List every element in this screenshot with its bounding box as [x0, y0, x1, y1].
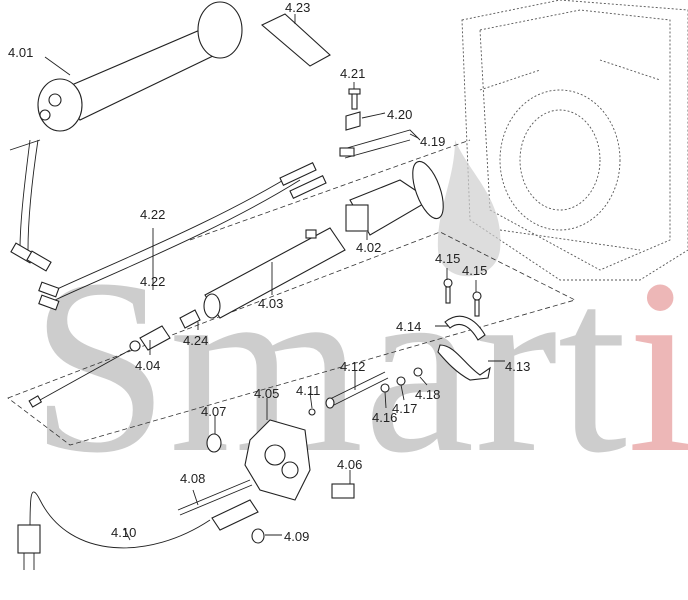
part-4-06-block — [331, 483, 355, 499]
part-4-19-electrode — [339, 129, 421, 159]
leader-lines — [44, 14, 505, 541]
label-4-16: 4.16 — [372, 410, 397, 425]
label-4-14: 4.14 — [396, 319, 421, 334]
label-4-21: 4.21 — [340, 66, 365, 81]
label-4-20: 4.20 — [387, 107, 412, 122]
label-4-04: 4.04 — [135, 358, 160, 373]
label-4-19: 4.19 — [420, 134, 445, 149]
callout-labels: 4.23 4.01 4.21 4.20 4.19 4.22 4.22 4.02 … — [8, 0, 530, 544]
part-4-03-tube — [203, 227, 346, 319]
part-4-04-nozzle-holder — [28, 325, 171, 408]
label-4-06: 4.06 — [337, 457, 362, 472]
burner-housing — [461, 0, 688, 281]
part-4-15-screws — [443, 278, 482, 317]
part-4-23-label-plate — [260, 13, 331, 67]
label-4-12: 4.12 — [340, 359, 365, 374]
label-4-10: 4.10 — [111, 525, 136, 540]
label-4-18: 4.18 — [415, 387, 440, 402]
label-4-23: 4.23 — [285, 0, 310, 15]
assembly-outline — [7, 231, 577, 446]
part-4-10-cable-plug — [17, 491, 211, 570]
label-4-09: 4.09 — [284, 529, 309, 544]
label-4-15-a: 4.15 — [435, 251, 460, 266]
label-4-08: 4.08 — [180, 471, 205, 486]
label-4-17: 4.17 — [392, 401, 417, 416]
svg-text:SmartiCo: SmartiCo — [30, 228, 688, 505]
part-4-09-sensor — [211, 499, 265, 544]
part-4-14-clamp-upper — [444, 315, 486, 341]
label-4-03: 4.03 — [258, 296, 283, 311]
watermark: SmartiCo — [30, 140, 688, 505]
label-4-13: 4.13 — [505, 359, 530, 374]
label-4-22-lower: 4.22 — [140, 274, 165, 289]
part-4-22-ignition-cables — [38, 162, 327, 311]
label-4-15-b: 4.15 — [462, 263, 487, 278]
part-4-20-bracket — [345, 111, 361, 131]
label-4-02: 4.02 — [356, 240, 381, 255]
part-4-08-threaded-rod — [177, 479, 253, 516]
part-4-21-screw — [348, 88, 361, 110]
part-4-13-clamp-lower — [437, 344, 491, 381]
part-4-17-ring — [396, 376, 406, 386]
label-4-22-upper: 4.22 — [140, 207, 165, 222]
part-4-11-nut — [308, 408, 316, 416]
part-4-07-seal-ring — [206, 433, 222, 453]
part-4-02-mixing-head — [345, 160, 444, 236]
label-4-01: 4.01 — [8, 45, 33, 60]
part-4-24-nozzle — [179, 309, 201, 329]
label-4-05: 4.05 — [254, 386, 279, 401]
flame-drop-icon — [437, 140, 501, 277]
part-4-16-washer — [380, 383, 390, 393]
part-4-12-adjusting-rod — [325, 371, 389, 409]
label-4-11: 4.11 — [296, 383, 320, 398]
part-4-18-clip — [413, 367, 423, 377]
label-4-24: 4.24 — [183, 333, 208, 348]
part-4-05-flange-plate — [244, 419, 311, 501]
part-4-01-burner-assembly — [9, 1, 243, 272]
label-4-07: 4.07 — [201, 404, 226, 419]
